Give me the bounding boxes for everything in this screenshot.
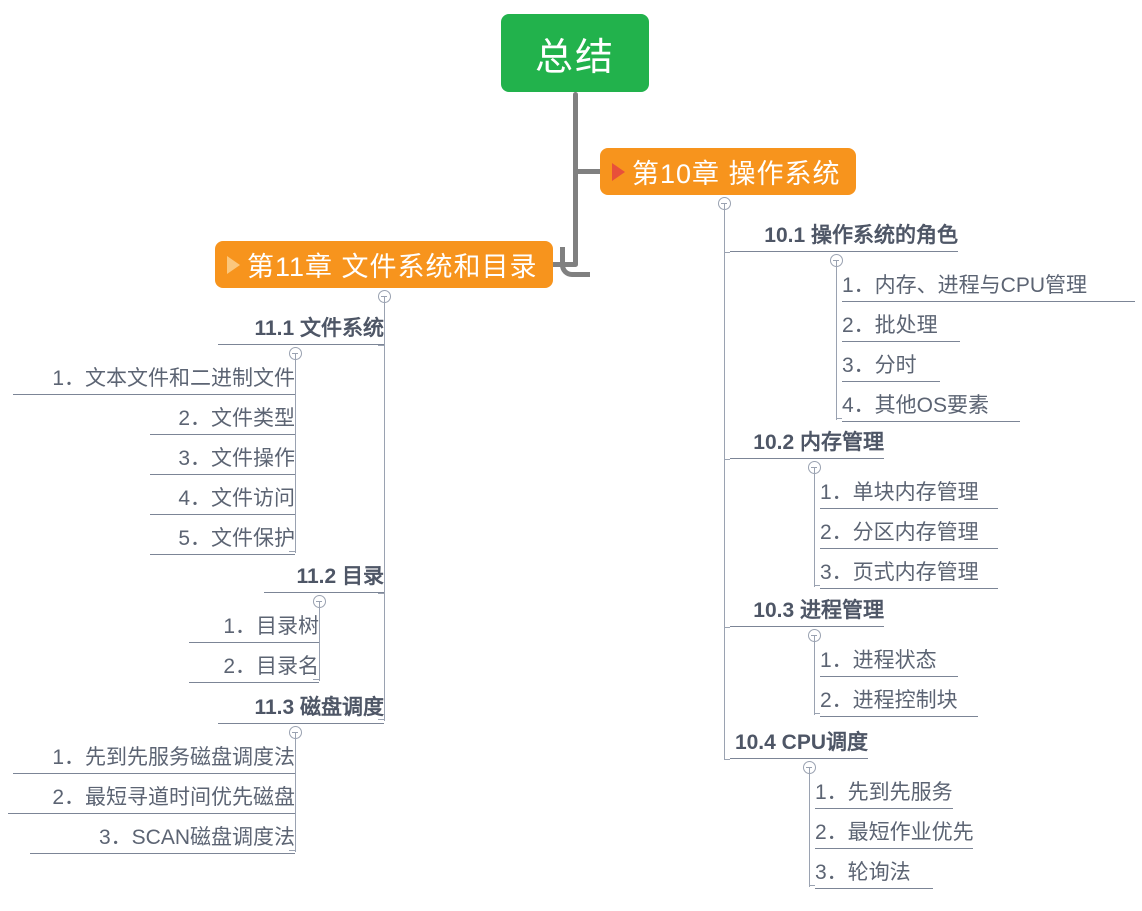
spine-11-3	[295, 732, 297, 852]
leaf-node[interactable]: 3．页式内存管理	[820, 555, 998, 589]
root-label: 总结	[534, 36, 615, 79]
section-node-11-3[interactable]: 11.3 磁盘调度	[218, 690, 384, 724]
leaf-node[interactable]: 2．分区内存管理	[820, 515, 998, 549]
chapter-node-ch11[interactable]: 第11章 文件系统和目录	[215, 241, 553, 288]
leaf-node[interactable]: 1．先到先服务	[815, 775, 953, 809]
leaf-label: 1．内存、进程与CPU管理	[842, 274, 1088, 297]
leaf-label: 2．进程控制块	[820, 689, 958, 712]
leaf-node[interactable]: 3．轮询法	[815, 855, 933, 889]
leaf-label: 1．进程状态	[820, 649, 937, 672]
leaf-label: 1．单块内存管理	[820, 481, 979, 504]
leaf-node[interactable]: 2．最短作业优先	[815, 815, 974, 849]
chapter-label-ch10: 第10章 操作系统	[632, 159, 841, 189]
ch10-spine	[724, 203, 726, 759]
leaf-node[interactable]: 2．最短寻道时间优先磁盘	[8, 780, 295, 814]
chapter-node-ch10[interactable]: 第10章 操作系统	[600, 148, 856, 195]
leaf-node[interactable]: 2．进程控制块	[820, 683, 978, 717]
leaf-label: 3．轮询法	[815, 861, 911, 884]
leaf-node[interactable]: 1．进程状态	[820, 643, 958, 677]
leaf-label: 3．文件操作	[178, 447, 295, 470]
section-label-11-2: 11.2 目录	[296, 565, 384, 588]
leaf-label: 2．文件类型	[178, 407, 295, 430]
section-label-10-1: 10.1 操作系统的角色	[764, 224, 958, 247]
leaf-label: 1．目录树	[223, 615, 319, 638]
leaf-label: 5．文件保护	[178, 527, 295, 550]
leaf-node[interactable]: 5．文件保护	[150, 521, 295, 555]
leaf-label: 2．目录名	[223, 655, 319, 678]
leaf-label: 2．最短作业优先	[815, 821, 974, 844]
leaf-node[interactable]: 1．先到先服务磁盘调度法	[13, 740, 295, 774]
ch10-branch-10-4	[724, 759, 730, 761]
leaf-label: 1．文本文件和二进制文件	[52, 367, 295, 390]
chapter-label-ch11: 第11章 文件系统和目录	[247, 252, 538, 282]
leaf-node[interactable]: 2．批处理	[842, 308, 960, 342]
leaf-label: 3．分时	[842, 354, 917, 377]
leaf-node[interactable]: 3．分时	[842, 348, 940, 382]
root-node[interactable]: 总结	[501, 14, 649, 92]
leaf-label: 3．SCAN磁盘调度法	[98, 826, 295, 849]
spine-10-2	[814, 467, 816, 587]
leaf-label: 2．批处理	[842, 314, 938, 337]
ch10-branch-10-1	[724, 252, 730, 254]
section-node-10-3[interactable]: 10.3 进程管理	[730, 593, 884, 627]
spine-10-3	[814, 635, 816, 715]
leaf-label: 1．先到先服务	[815, 781, 953, 804]
ch11-branch-11-2	[378, 593, 384, 595]
trunk-branch-ch10	[573, 169, 603, 174]
leaf-node[interactable]: 2．目录名	[189, 649, 319, 683]
leaf-label: 3．页式内存管理	[820, 561, 979, 584]
leaf-node[interactable]: 3．文件操作	[150, 441, 295, 475]
leaf-node[interactable]: 1．文本文件和二进制文件	[13, 361, 295, 395]
hook-10-2-end	[814, 585, 820, 587]
spine-10-4	[809, 767, 811, 887]
section-label-10-2: 10.2 内存管理	[753, 431, 884, 454]
section-label-11-1: 11.1 文件系统	[254, 317, 384, 340]
section-node-11-2[interactable]: 11.2 目录	[264, 559, 384, 593]
leaf-node[interactable]: 1．内存、进程与CPU管理	[842, 268, 1135, 302]
section-node-10-1[interactable]: 10.1 操作系统的角色	[730, 218, 958, 252]
ch11-spine	[384, 296, 386, 721]
hook-10-4-end	[809, 885, 815, 887]
hook-11-1-end	[289, 551, 295, 553]
section-label-10-4: 10.4 CPU调度	[734, 731, 868, 754]
trunk-elbow-ch11	[560, 247, 590, 277]
leaf-label: 4．文件访问	[178, 487, 295, 510]
leaf-label: 2．最短寻道时间优先磁盘	[52, 786, 295, 809]
leaf-label: 2．分区内存管理	[820, 521, 979, 544]
leaf-node[interactable]: 4．其他OS要素	[842, 388, 1020, 422]
section-node-10-2[interactable]: 10.2 内存管理	[730, 425, 884, 459]
triangle-collapsed-icon[interactable]	[227, 255, 240, 274]
ch11-branch-11-1	[378, 345, 384, 347]
ch11-spine-end	[378, 719, 384, 721]
section-label-10-3: 10.3 进程管理	[753, 599, 884, 622]
leaf-label: 1．先到先服务磁盘调度法	[52, 746, 295, 769]
leaf-node[interactable]: 2．文件类型	[150, 401, 295, 435]
leaf-node[interactable]: 3．SCAN磁盘调度法	[30, 820, 295, 854]
root-trunk-vertical	[573, 92, 578, 267]
section-node-10-4[interactable]: 10.4 CPU调度	[730, 725, 868, 759]
hook-11-2-end	[313, 679, 319, 681]
spine-11-2	[319, 601, 321, 681]
section-node-11-1[interactable]: 11.1 文件系统	[218, 311, 384, 345]
spine-10-1	[836, 260, 838, 420]
hook-10-3-end	[814, 713, 820, 715]
leaf-node[interactable]: 1．单块内存管理	[820, 475, 998, 509]
section-label-11-3: 11.3 磁盘调度	[254, 696, 384, 719]
spine-11-1	[295, 353, 297, 553]
triangle-collapsed-icon[interactable]	[612, 162, 625, 181]
leaf-label: 4．其他OS要素	[842, 394, 990, 417]
leaf-node[interactable]: 4．文件访问	[150, 481, 295, 515]
ch10-branch-10-2	[724, 459, 730, 461]
ch10-branch-10-3	[724, 627, 730, 629]
hook-11-3-end	[289, 850, 295, 852]
hook-10-1-end	[836, 418, 842, 420]
leaf-node[interactable]: 1．目录树	[189, 609, 319, 643]
